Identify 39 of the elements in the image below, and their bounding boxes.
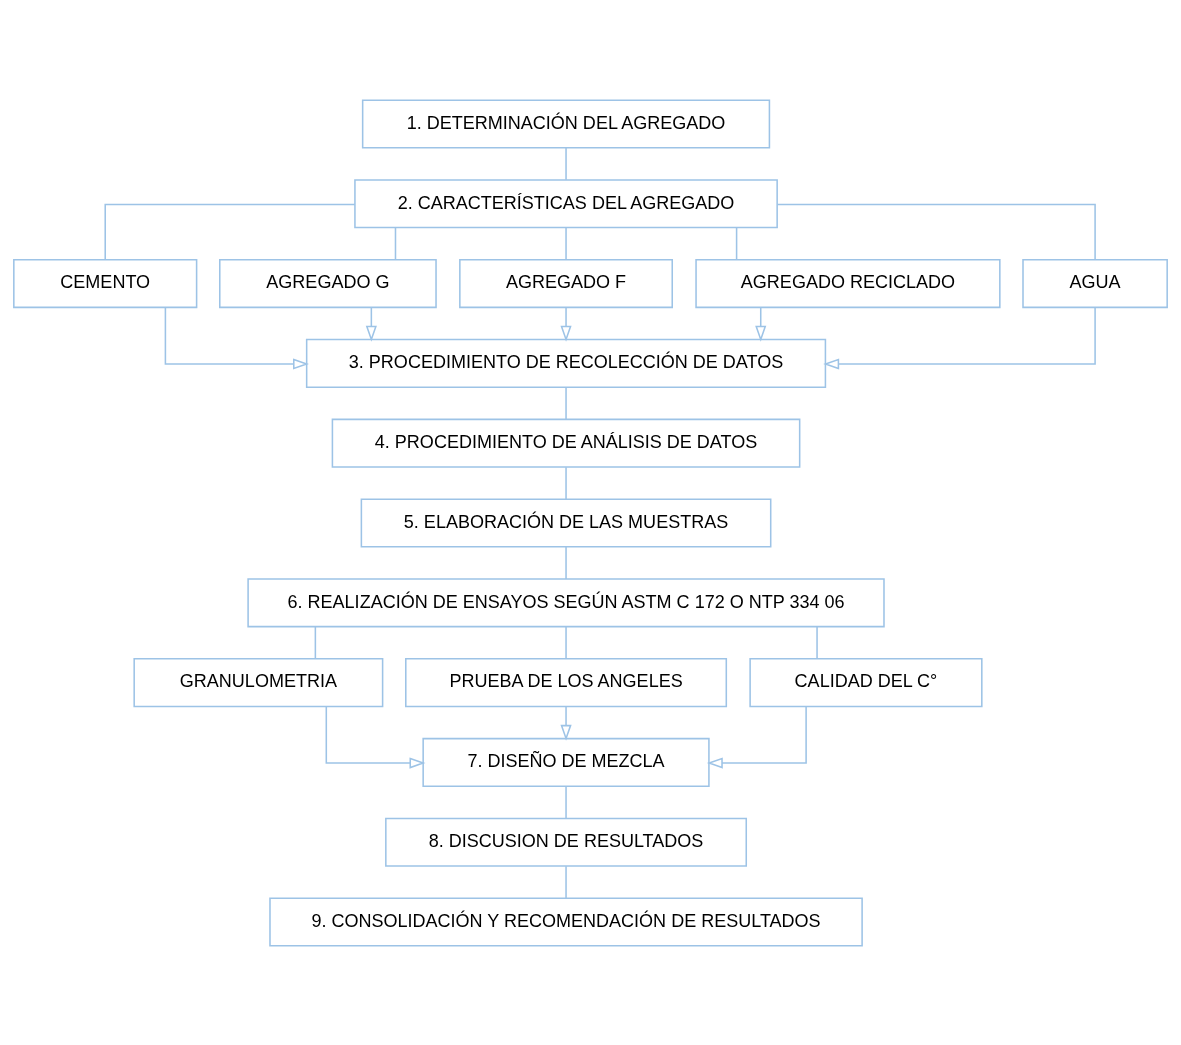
connector — [104, 203, 356, 260]
node-box: CALIDAD DEL C° — [749, 657, 983, 707]
node-box: 8. DISCUSION DE RESULTADOS — [385, 817, 747, 867]
connector — [565, 625, 567, 659]
connector — [816, 625, 818, 659]
node-box: AGREGADO G — [219, 258, 437, 308]
connector — [565, 226, 567, 260]
arrow — [823, 306, 1096, 370]
arrow — [755, 306, 767, 342]
arrow — [164, 306, 309, 370]
node-box: 4. PROCEDIMIENTO DE ANÁLISIS DE DATOS — [331, 418, 801, 468]
node-box: AGUA — [1022, 258, 1168, 308]
connector — [776, 203, 1096, 260]
connector — [314, 625, 317, 659]
node-box: 5. ELABORACIÓN DE LAS MUESTRAS — [360, 497, 772, 548]
node-box: 2. CARACTERÍSTICAS DEL AGREGADO — [354, 178, 778, 228]
node-box: 6. REALIZACIÓN DE ENSAYOS SEGÚN ASTM C 172 O NTP 334 06 — [247, 577, 885, 627]
node-box: 9. CONSOLIDACIÓN Y RECOMENDACIÓN DE RESULTADOS — [269, 896, 863, 947]
node-box: CEMENTO — [13, 258, 198, 308]
connector — [565, 785, 567, 819]
node-box: 7. DISEÑO DE MEZCLA — [422, 737, 710, 787]
connector — [394, 226, 397, 260]
arrow — [365, 306, 377, 342]
connector — [565, 146, 567, 181]
arrow — [706, 705, 807, 769]
connector — [565, 864, 567, 899]
node-box: AGREGADO RECICLADO — [695, 258, 1001, 308]
node-box: AGREGADO F — [459, 258, 673, 308]
node-box: PRUEBA DE LOS ANGELES — [405, 657, 728, 707]
node-box: 1. DETERMINACIÓN DEL AGREGADO — [361, 98, 771, 149]
connector — [565, 545, 567, 580]
arrow — [325, 705, 426, 769]
node-box: 3. PROCEDIMIENTO DE RECOLECCIÓN DE DATOS — [305, 338, 827, 388]
connector — [735, 226, 738, 260]
arrow — [560, 306, 572, 342]
connector — [565, 386, 567, 420]
arrow — [560, 705, 572, 741]
node-box: GRANULOMETRIA — [133, 657, 384, 707]
connector — [565, 465, 567, 500]
